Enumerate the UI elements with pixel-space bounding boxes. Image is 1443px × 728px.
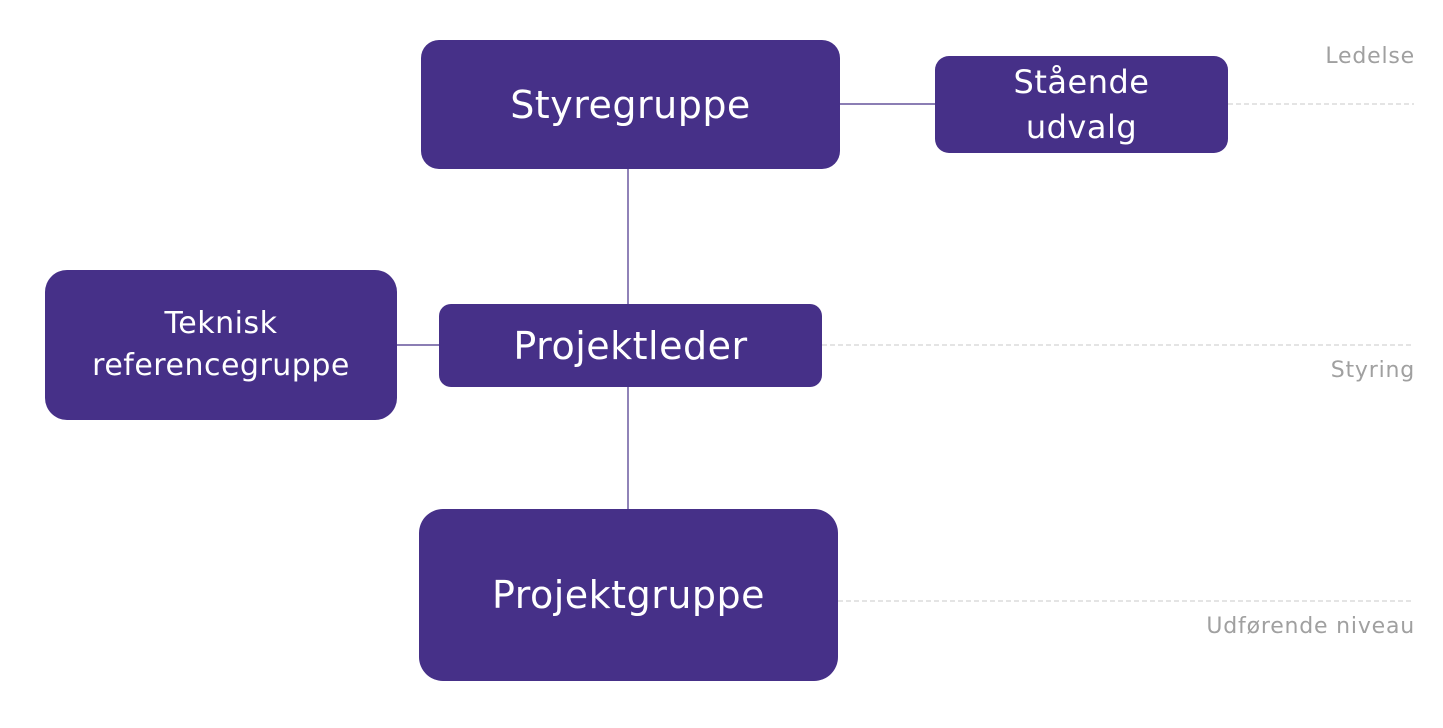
node-staende-udvalg: Stående udvalg — [935, 56, 1228, 153]
node-styregruppe: Styregruppe — [421, 40, 840, 169]
node-staende-udvalg-label: Stående udvalg — [1013, 62, 1150, 146]
node-styregruppe-label: Styregruppe — [510, 82, 751, 127]
node-teknisk-referencegruppe: Teknisk referencegruppe — [45, 270, 397, 420]
node-projektleder-label: Projektleder — [513, 323, 748, 368]
node-teknisk-referencegruppe-label: Teknisk referencegruppe — [92, 306, 350, 383]
level-label-ledelse: Ledelse — [1325, 44, 1415, 69]
node-projektgruppe: Projektgruppe — [419, 509, 838, 681]
level-label-styring: Styring — [1330, 358, 1415, 383]
node-projektleder: Projektleder — [439, 304, 822, 387]
level-label-udforende: Udførende niveau — [1206, 614, 1415, 639]
node-projektgruppe-label: Projektgruppe — [491, 573, 766, 617]
